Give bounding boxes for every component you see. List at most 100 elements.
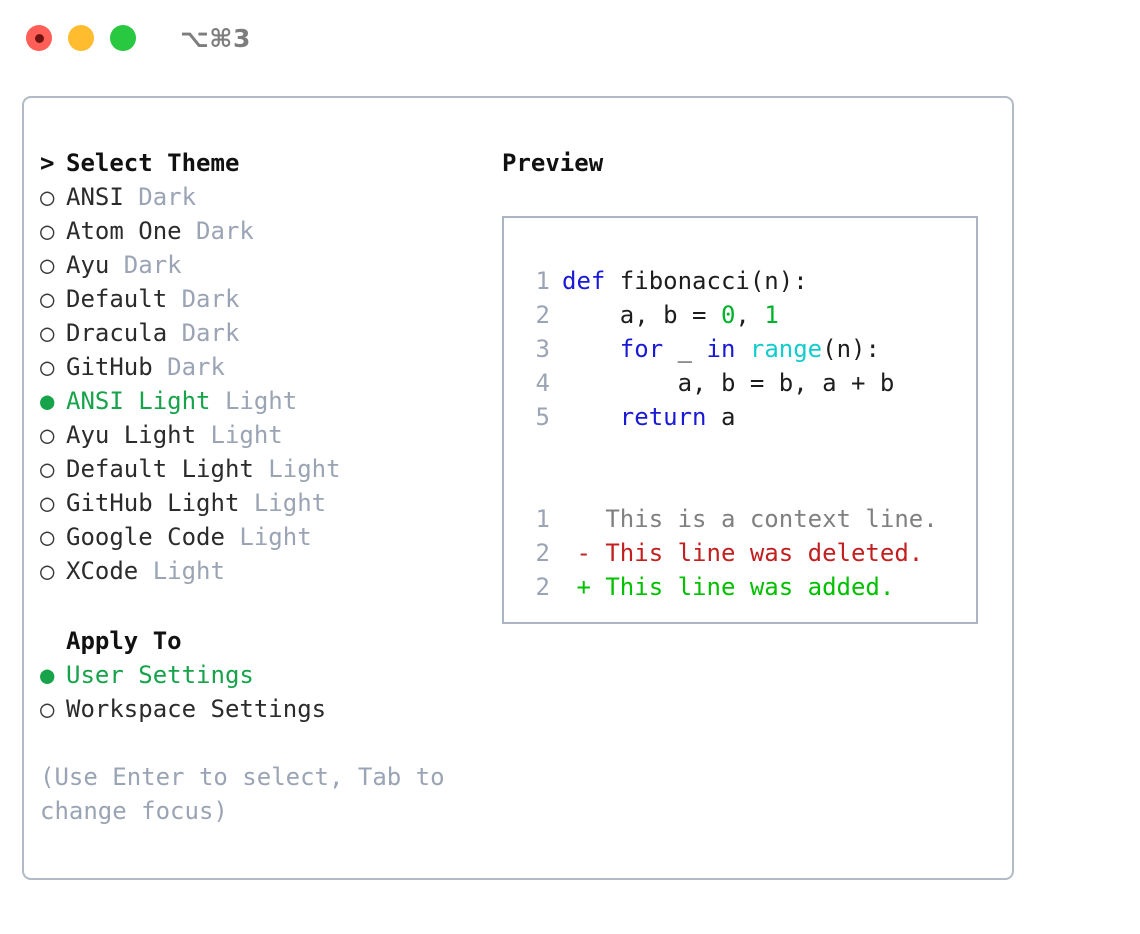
- code-token-plain: a, b = b, a + b: [562, 369, 895, 397]
- theme-option-row[interactable]: ○ XCode Light: [40, 554, 480, 588]
- code-token-plain: a, b =: [562, 301, 721, 329]
- theme-option-row[interactable]: ○Google Code Light: [40, 520, 480, 554]
- keyboard-shortcut-label: ⌥⌘3: [180, 23, 251, 53]
- radio-unselected-icon[interactable]: ○: [40, 319, 55, 347]
- preview-title: Preview: [502, 149, 604, 177]
- code-line: 4 a, b = b, a + b: [504, 366, 976, 400]
- theme-option-name: Ayu: [66, 251, 110, 279]
- code-token-fn: range: [749, 335, 823, 363]
- theme-option-category: Dark: [123, 183, 197, 211]
- diff-sample: 1 This is a context line.2 - This line w…: [504, 502, 976, 604]
- minimize-button[interactable]: [68, 25, 94, 51]
- theme-option-name: Default Light: [66, 455, 254, 483]
- diff-line-del: 2 - This line was deleted.: [504, 536, 976, 570]
- radio-unselected-icon[interactable]: ○: [40, 251, 55, 279]
- theme-option-name: GitHub Light: [66, 489, 240, 517]
- line-number: 2: [535, 573, 550, 601]
- radio-unselected-icon[interactable]: ○: [40, 421, 55, 449]
- theme-option-category: Dark: [167, 319, 240, 347]
- diff-line-text: - This line was deleted.: [562, 539, 924, 567]
- theme-option-category: Light: [224, 523, 312, 551]
- title-bar: ⌥⌘3: [0, 0, 1140, 76]
- keyboard-hint: (Use Enter to select, Tab to change focu…: [40, 760, 470, 828]
- diff-line-text: This is a context line.: [562, 505, 938, 533]
- theme-list[interactable]: ○ ANSI Dark ○ Atom One Dark ○ Ayu Dark ○ Defaul…: [40, 180, 480, 588]
- line-number: 5: [535, 403, 550, 431]
- diff-line-add: 2 + This line was added.: [504, 570, 976, 604]
- line-number: 1: [535, 505, 550, 533]
- theme-option-name: Dracula: [66, 319, 168, 347]
- radio-unselected-icon[interactable]: ○: [40, 489, 55, 517]
- hint-line-1: (Use Enter to select, Tab to: [40, 763, 445, 791]
- radio-selected-icon[interactable]: ●: [40, 661, 55, 689]
- apply-to-option-row[interactable]: ● User Settings: [40, 658, 480, 692]
- select-theme-heading: >Select Theme: [40, 146, 480, 180]
- code-token-kw: def: [562, 267, 620, 295]
- code-token-num: 0: [720, 301, 736, 329]
- radio-unselected-icon[interactable]: ○: [40, 695, 55, 723]
- code-token-plain: _: [663, 335, 707, 363]
- radio-unselected-icon[interactable]: ○: [40, 523, 55, 551]
- code-token-plain: ,: [735, 301, 765, 329]
- theme-option-category: Dark: [109, 251, 182, 279]
- theme-option-category: Light: [138, 557, 225, 585]
- theme-option-row[interactable]: ○ Ayu Dark: [40, 248, 480, 282]
- theme-option-row[interactable]: ○ Dracula Dark: [40, 316, 480, 350]
- radio-unselected-icon[interactable]: ○: [40, 217, 55, 245]
- radio-unselected-icon[interactable]: ○: [40, 285, 55, 313]
- line-number: 1: [535, 267, 550, 295]
- theme-option-category: Dark: [152, 353, 225, 381]
- code-line: 3 for _ in range(n):: [504, 332, 976, 366]
- window-controls: [26, 25, 136, 51]
- line-number: 2: [535, 301, 550, 329]
- theme-option-row[interactable]: ○Atom One Dark: [40, 214, 480, 248]
- code-blank-line: [504, 468, 976, 502]
- apply-to-option-label: User Settings: [66, 661, 254, 689]
- code-token-kw: for: [619, 335, 664, 363]
- theme-option-name: Ayu Light: [66, 421, 197, 449]
- apply-to-option-label: Workspace Settings: [66, 695, 327, 723]
- theme-option-category: Light: [239, 489, 327, 517]
- apply-to-option-row[interactable]: ○ Workspace Settings: [40, 692, 480, 726]
- code-line: 1 def fibonacci(n):: [504, 264, 976, 298]
- radio-selected-icon[interactable]: ●: [40, 387, 55, 415]
- diff-line-text: + This line was added.: [562, 573, 895, 601]
- code-line: 5 return a: [504, 400, 976, 434]
- radio-unselected-icon[interactable]: ○: [40, 455, 55, 483]
- theme-option-name: Default: [66, 285, 168, 313]
- theme-option-row[interactable]: ● ANSI Light Light: [40, 384, 480, 418]
- line-number: 4: [535, 369, 550, 397]
- close-button[interactable]: [26, 25, 52, 51]
- line-number: 2: [535, 539, 550, 567]
- radio-unselected-icon[interactable]: ○: [40, 557, 55, 585]
- theme-option-category: Light: [253, 455, 341, 483]
- section-spacer: [40, 588, 480, 624]
- theme-option-row[interactable]: ○ GitHub Light Light: [40, 486, 480, 520]
- theme-option-row[interactable]: ○GitHub Dark: [40, 350, 480, 384]
- theme-option-name: ANSI Light: [66, 387, 211, 415]
- maximize-button[interactable]: [110, 25, 136, 51]
- apply-to-list[interactable]: ● User Settings ○ Workspace Settings: [40, 658, 480, 726]
- theme-option-name: ANSI: [66, 183, 124, 211]
- code-token-plain: [562, 335, 620, 363]
- radio-unselected-icon[interactable]: ○: [40, 183, 55, 211]
- theme-option-row[interactable]: ○ Default Light Light: [40, 452, 480, 486]
- theme-option-row[interactable]: ○ ANSI Dark: [40, 180, 480, 214]
- theme-option-row[interactable]: ○ Default Dark: [40, 282, 480, 316]
- theme-option-category: Dark: [167, 285, 240, 313]
- apply-to-heading-label: Apply To: [66, 627, 182, 655]
- diff-line-ctx: 1 This is a context line.: [504, 502, 976, 536]
- code-token-kw: in: [706, 335, 736, 363]
- radio-unselected-icon[interactable]: ○: [40, 353, 55, 381]
- theme-option-name: Atom One: [66, 217, 182, 245]
- theme-option-row[interactable]: ○ Ayu Light Light: [40, 418, 480, 452]
- theme-selector-column: >Select Theme ○ ANSI Dark ○ Atom One Dark ○ A…: [40, 146, 480, 726]
- theme-option-name: XCode: [66, 557, 139, 585]
- theme-option-category: Light: [210, 387, 298, 415]
- code-preview-box: 1 def fibonacci(n): 2 a, b = 0, 1 3 for _ i…: [502, 216, 978, 624]
- apply-to-heading: Apply To: [40, 624, 480, 658]
- code-token-plain: [735, 335, 749, 363]
- theme-option-category: Light: [196, 421, 283, 449]
- code-token-plain: fibonacci(n):: [619, 267, 808, 295]
